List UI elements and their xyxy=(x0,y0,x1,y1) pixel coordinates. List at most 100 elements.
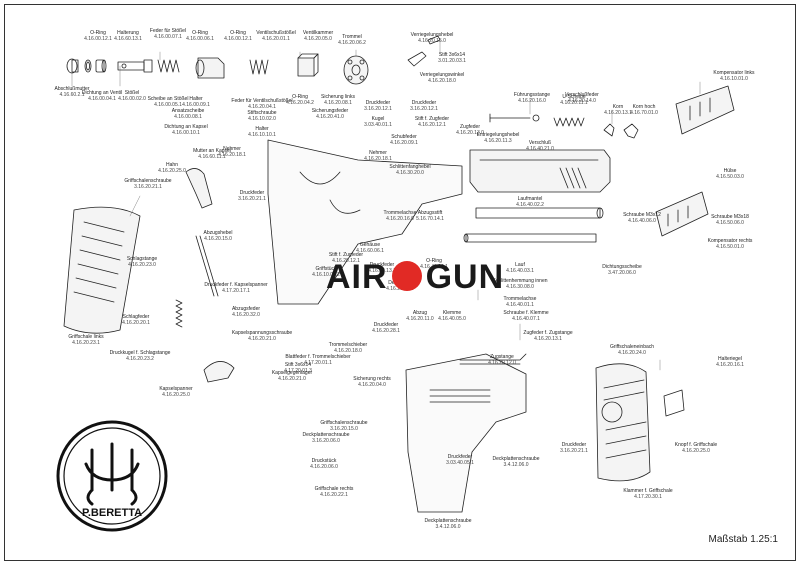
part-name: Stift f. Zugfeder xyxy=(328,252,364,258)
part-number: 4.16.40.02.1 xyxy=(420,264,448,270)
part-number: 4.16.20.13.1 xyxy=(368,268,396,274)
part-name: Stiftschraube xyxy=(247,110,277,116)
part-name: U-Scheibe xyxy=(562,94,586,100)
part-number: 4.16.40.06.0 xyxy=(628,218,656,224)
part-name: Mutter an Kapsel xyxy=(193,148,231,154)
capsule-tensioner-part xyxy=(203,361,235,383)
part-name: Druckfeder xyxy=(373,322,399,328)
part-number: 4.16.00.12.1 xyxy=(84,36,112,42)
part-name: Griffstück xyxy=(315,266,337,272)
part-number: 4.16.20.13.0 xyxy=(456,130,484,136)
part-number: 4.16.20.25.0 xyxy=(162,392,190,398)
part-name: Verschluß xyxy=(528,140,552,146)
part-number: 4.16.40.02.2 xyxy=(516,202,544,208)
part-name: Scheibe an Stößel xyxy=(147,96,189,102)
part-name: Hülse xyxy=(723,168,737,174)
part-number: 4.16.10.10.1 xyxy=(248,132,276,138)
main-spring-part xyxy=(175,299,183,328)
part-number: 4.16.20.15.0 xyxy=(204,236,232,242)
part-name: Stift 3x6x14 xyxy=(438,52,466,58)
part-number: 4.16.20.23.0 xyxy=(128,262,156,268)
watermark-right: GUN xyxy=(425,258,505,296)
cap-nut-part xyxy=(66,58,79,74)
part-name: Klammer f. Griffschale xyxy=(623,488,673,494)
barrel-shroud-part xyxy=(475,207,604,219)
part-name: Deckplattenschraube xyxy=(302,432,350,438)
part-name: Halter xyxy=(189,96,203,102)
part-number: 4.16.20.11.0 xyxy=(406,316,434,322)
part-name: Dichtung an Kapsel xyxy=(164,124,208,130)
part-name: Verriegelungshebel xyxy=(410,32,454,38)
part-name: Trommelachse xyxy=(503,296,537,302)
lower-frame-part xyxy=(405,353,527,513)
part-number: 4.16.70.01.0 xyxy=(630,110,658,116)
part-name: Kapselspannungsschraube xyxy=(231,330,293,336)
part-number: 4.16.20.21.0 xyxy=(278,376,306,382)
part-number: 4.16.20.12.1 xyxy=(418,122,446,128)
part-number: 4.16.00.06.1 xyxy=(186,36,214,42)
part-name: Verschlußfeder xyxy=(565,92,599,98)
part-name: Druckkugel f. Schlagstange xyxy=(109,350,171,356)
part-name: Druckfeder xyxy=(447,454,473,460)
part-name: Stift f. Zugfeder xyxy=(414,116,450,122)
part-name: Druckfeder xyxy=(561,442,587,448)
part-name: Stößel xyxy=(124,90,140,96)
brand-name: P.BERETTA xyxy=(82,507,142,519)
part-name: O-Ring xyxy=(90,30,106,36)
trigger-bar-part xyxy=(459,353,527,365)
part-name: Schlittenfanghebel xyxy=(389,164,431,170)
part-name: Deckplattenschraube xyxy=(492,456,540,462)
part-name: Zugfeder f. Zugstange xyxy=(523,330,573,336)
part-name: Halter xyxy=(255,126,269,132)
part-number: 4.16.50.01.0 xyxy=(716,244,744,250)
part-number: 3.16.20.06.0 xyxy=(312,438,340,444)
part-name: Trommelschieber xyxy=(328,342,368,348)
part-number: 5.16.70.14.1 xyxy=(416,216,444,222)
part-number: 4.16.20.05.0 xyxy=(304,36,332,42)
part-number: 4.16.10.02.0 xyxy=(248,116,276,122)
part-name: Kompensator rechts xyxy=(707,238,753,244)
part-number: 4.16.00.02.0 xyxy=(118,96,146,102)
hammer-part xyxy=(185,168,213,209)
part-name: Klemme xyxy=(442,310,462,316)
part-name: Sicherung rechts xyxy=(353,376,391,382)
part-name: O-Ring xyxy=(292,94,308,100)
part-name: Abschlußmutter xyxy=(54,86,90,92)
barrel-part xyxy=(463,233,597,243)
guide-rod-part xyxy=(489,113,540,123)
part-number: 4.17.20.17.1 xyxy=(222,288,250,294)
part-name: Sicherung links xyxy=(321,94,355,100)
part-number: 3.16.20.15.0 xyxy=(330,426,358,432)
part-number: 4.17.20.01.1 xyxy=(304,360,332,366)
